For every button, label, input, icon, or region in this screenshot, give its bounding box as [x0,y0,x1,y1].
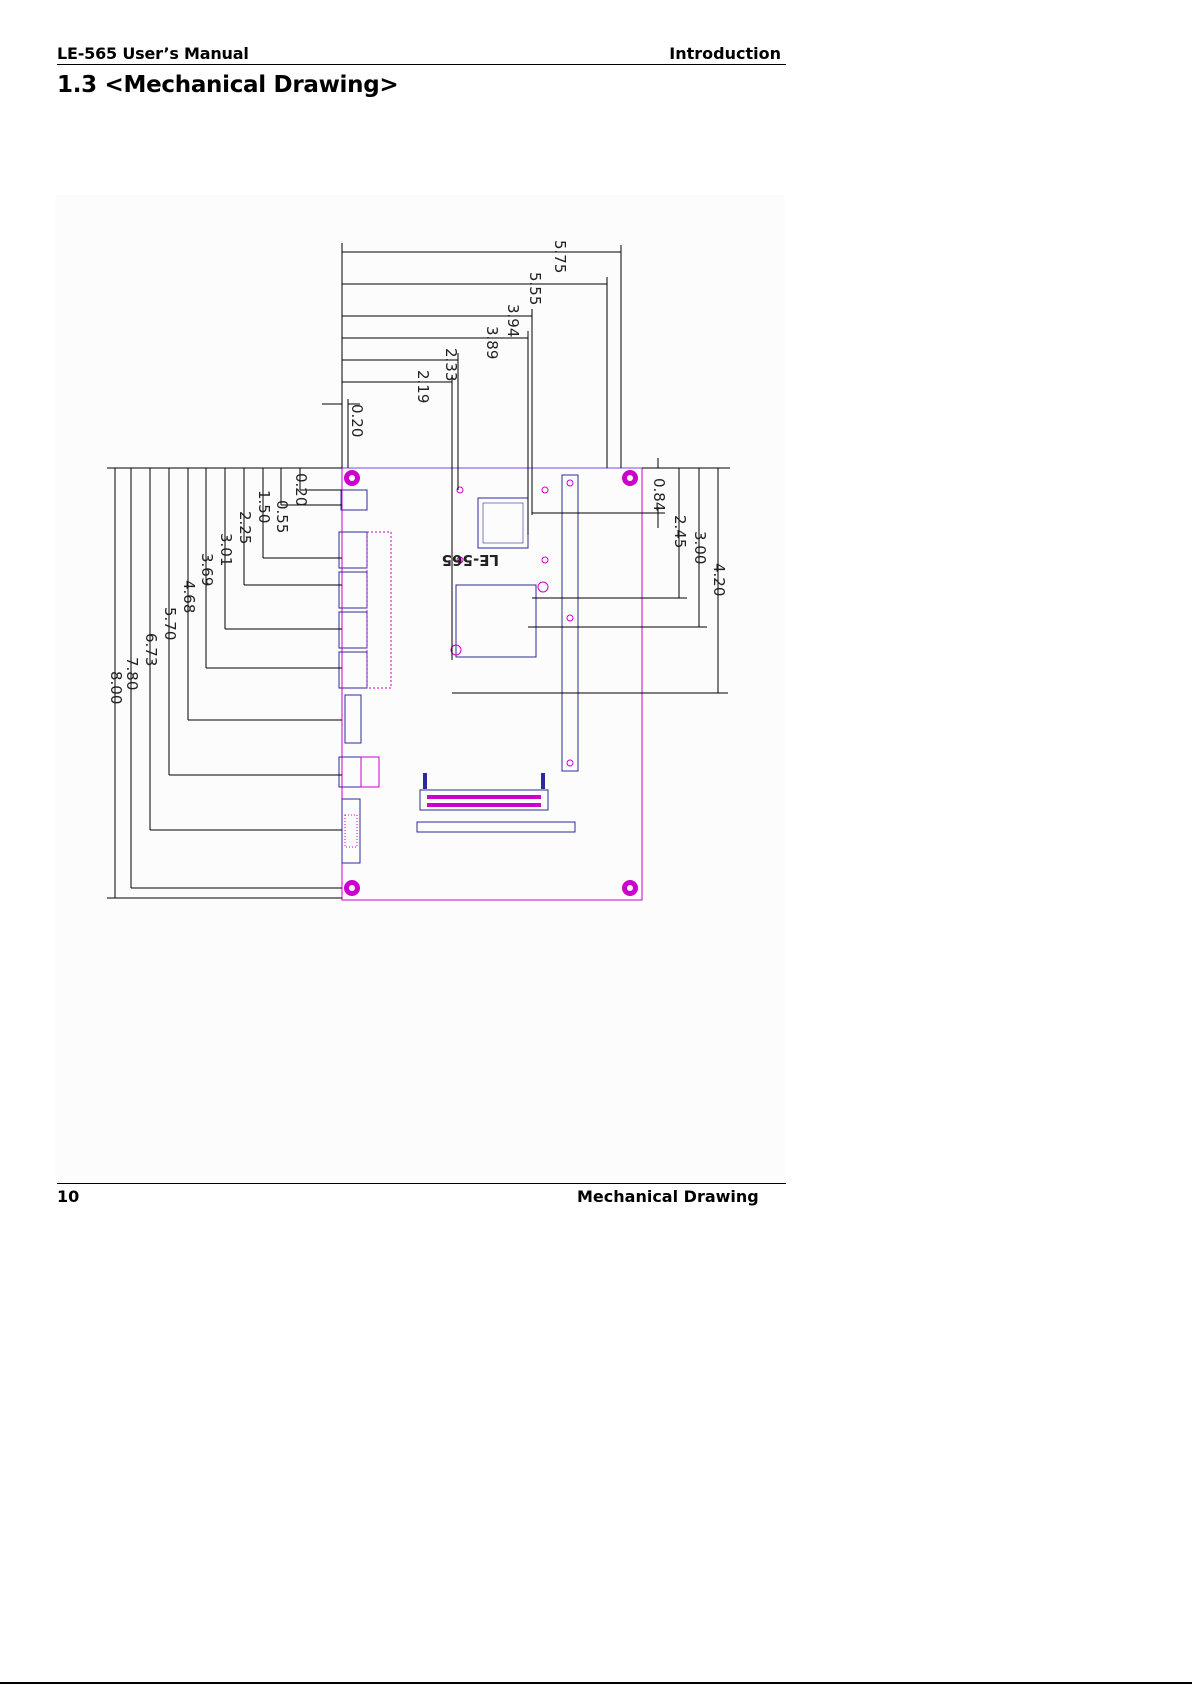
sodimm-pins [427,803,541,807]
header-rule [57,64,786,65]
dim-label: 5.75 [551,240,569,273]
dim-label: 3.94 [504,304,522,337]
dim-label: 5.55 [526,272,544,305]
dim-label: 6.73 [142,633,160,666]
dim-label: 4.20 [710,563,728,596]
dim-label: 2.45 [671,515,689,548]
dim-label: 0.20 [348,404,366,437]
section-title: 1.3 <Mechanical Drawing> [57,72,398,98]
sodimm-pins [427,795,541,799]
dim-label: 3.01 [217,533,235,566]
footer-section: Mechanical Drawing [577,1187,759,1206]
footer-rule [57,1183,786,1184]
dim-label: 3.00 [691,531,709,564]
dim-label: 2.25 [236,511,254,544]
dim-label: 0.84 [650,478,668,511]
dim-label: 1.50 [255,490,273,523]
dim-label: 3.89 [483,326,501,359]
mechanical-drawing: LE-565 5.75 5.55 3.94 3.89 2.33 2.19 0.2… [55,195,785,1184]
dim-label: 2.33 [442,348,460,381]
dim-label: 8.00 [107,671,125,704]
page-bottom-border [0,1682,1192,1684]
page-number: 10 [57,1187,79,1206]
chapter-name: Introduction [669,44,781,63]
drawing-background [55,195,785,1180]
dim-label: 0.55 [273,500,291,533]
dim-label: 2.19 [414,370,432,403]
drawing-svg: LE-565 5.75 5.55 3.94 3.89 2.33 2.19 0.2… [55,195,785,1180]
dim-label: 0.20 [292,473,310,506]
dim-label: 3.69 [198,553,216,586]
dim-label: 5.70 [161,607,179,640]
manual-title: LE-565 User’s Manual [57,44,249,63]
dim-label: 4.68 [180,580,198,613]
board-label: LE-565 [442,551,499,569]
